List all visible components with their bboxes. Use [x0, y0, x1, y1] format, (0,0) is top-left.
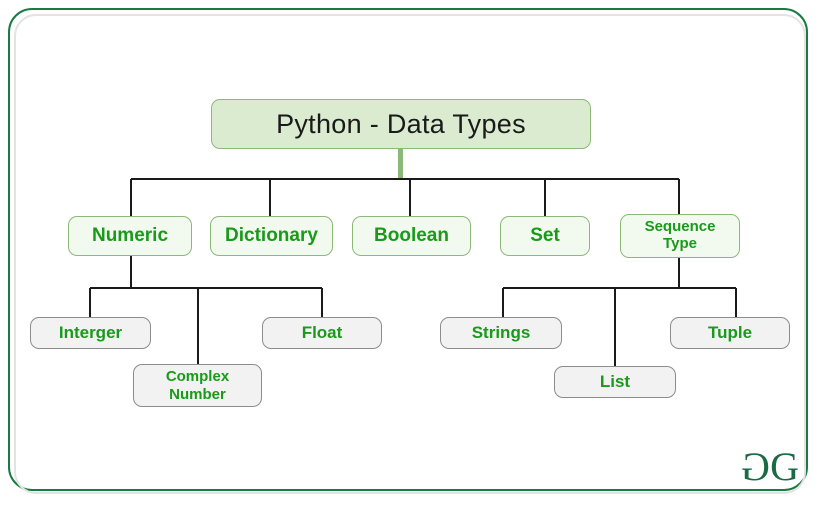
node-label-line2: Number — [169, 385, 226, 403]
node-label-line1: Sequence — [644, 218, 716, 236]
node-label: Dictionary — [225, 225, 318, 246]
node-python-data-types[interactable]: Python - Data Types — [211, 99, 591, 149]
node-tuple[interactable]: Tuple — [670, 317, 790, 349]
node-label: Numeric — [91, 225, 169, 246]
node-label: Tuple — [707, 323, 753, 342]
node-boolean[interactable]: Boolean — [352, 216, 471, 256]
node-float[interactable]: Float — [262, 317, 382, 349]
geeksforgeeks-logo: GG — [742, 444, 799, 489]
node-label: Strings — [471, 323, 531, 342]
node-list[interactable]: List — [554, 366, 676, 398]
logo-g-icon: G — [770, 444, 799, 489]
node-label: List — [599, 372, 631, 391]
node-label: Float — [301, 323, 343, 342]
logo-mirrored-g-icon: G — [742, 444, 771, 489]
node-label: Set — [530, 225, 560, 246]
node-dictionary[interactable]: Dictionary — [210, 216, 333, 256]
root-connector-stub — [398, 148, 403, 179]
node-numeric[interactable]: Numeric — [68, 216, 192, 256]
node-strings[interactable]: Strings — [440, 317, 562, 349]
node-label-line2: Type — [663, 235, 697, 252]
node-set[interactable]: Set — [500, 216, 590, 256]
node-label: Boolean — [374, 225, 449, 246]
node-label: Interger — [58, 323, 123, 342]
node-interger[interactable]: Interger — [30, 317, 151, 349]
node-sequence-type[interactable]: Sequence Type — [620, 214, 740, 258]
node-label: Python - Data Types — [276, 108, 526, 139]
node-complex-number[interactable]: Complex Number — [133, 364, 262, 407]
node-label-line1: Complex — [165, 368, 230, 386]
